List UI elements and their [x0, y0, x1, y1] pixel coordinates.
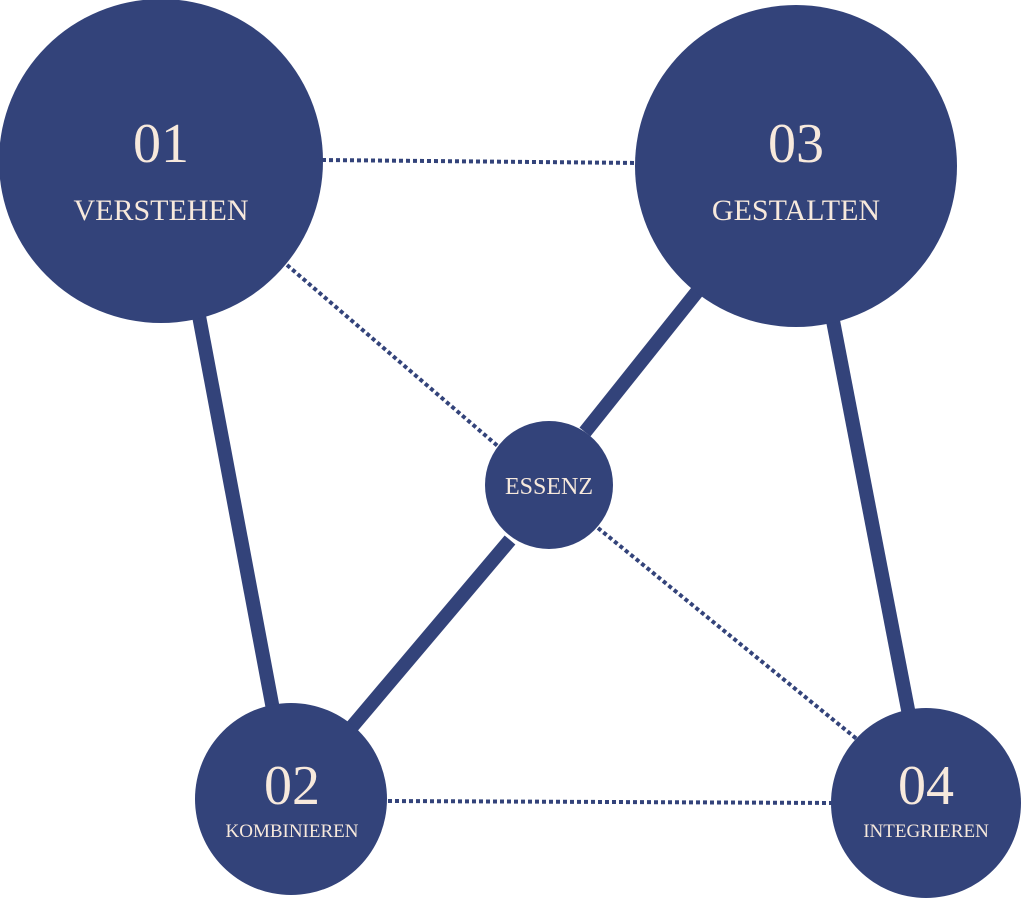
node-kombinieren-number: 02: [264, 755, 320, 817]
node-essenz-circle: [485, 421, 613, 549]
node-essenz: ESSENZ: [485, 421, 613, 549]
connector-essenz-kombinieren: [339, 535, 516, 740]
node-essenz-label: ESSENZ: [505, 474, 593, 500]
node-kombinieren-circle: [195, 703, 387, 895]
connector-gestalten-essenz: [579, 283, 706, 437]
connector-verstehen-gestalten: [321, 158, 641, 165]
node-verstehen-number: 01: [133, 113, 189, 175]
connector-kombinieren-integrieren: [387, 799, 835, 805]
node-verstehen-label: VERSTEHEN: [74, 194, 249, 227]
node-kombinieren: 02 KOMBINIEREN: [195, 703, 387, 895]
node-integrieren-label: INTEGRIEREN: [863, 821, 989, 842]
connector-essenz-integrieren: [596, 526, 860, 742]
solid-connections: [189, 283, 917, 740]
node-gestalten-number: 03: [768, 113, 824, 175]
connector-verstehen-essenz: [285, 263, 502, 450]
connector-verstehen-kombinieren: [189, 298, 282, 722]
node-gestalten-label: GESTALTEN: [712, 194, 880, 227]
node-integrieren-number: 04: [898, 755, 954, 817]
node-verstehen-circle: [0, 0, 323, 323]
node-gestalten: 03 GESTALTEN: [635, 5, 957, 327]
node-integrieren: 04 INTEGRIEREN: [831, 708, 1021, 898]
connector-gestalten-integrieren: [822, 298, 917, 722]
node-verstehen: 01 VERSTEHEN: [0, 0, 323, 323]
dotted-connections: [285, 158, 860, 805]
node-gestalten-circle: [635, 5, 957, 327]
node-integrieren-circle: [831, 708, 1021, 898]
node-kombinieren-label: KOMBINIEREN: [226, 821, 359, 842]
